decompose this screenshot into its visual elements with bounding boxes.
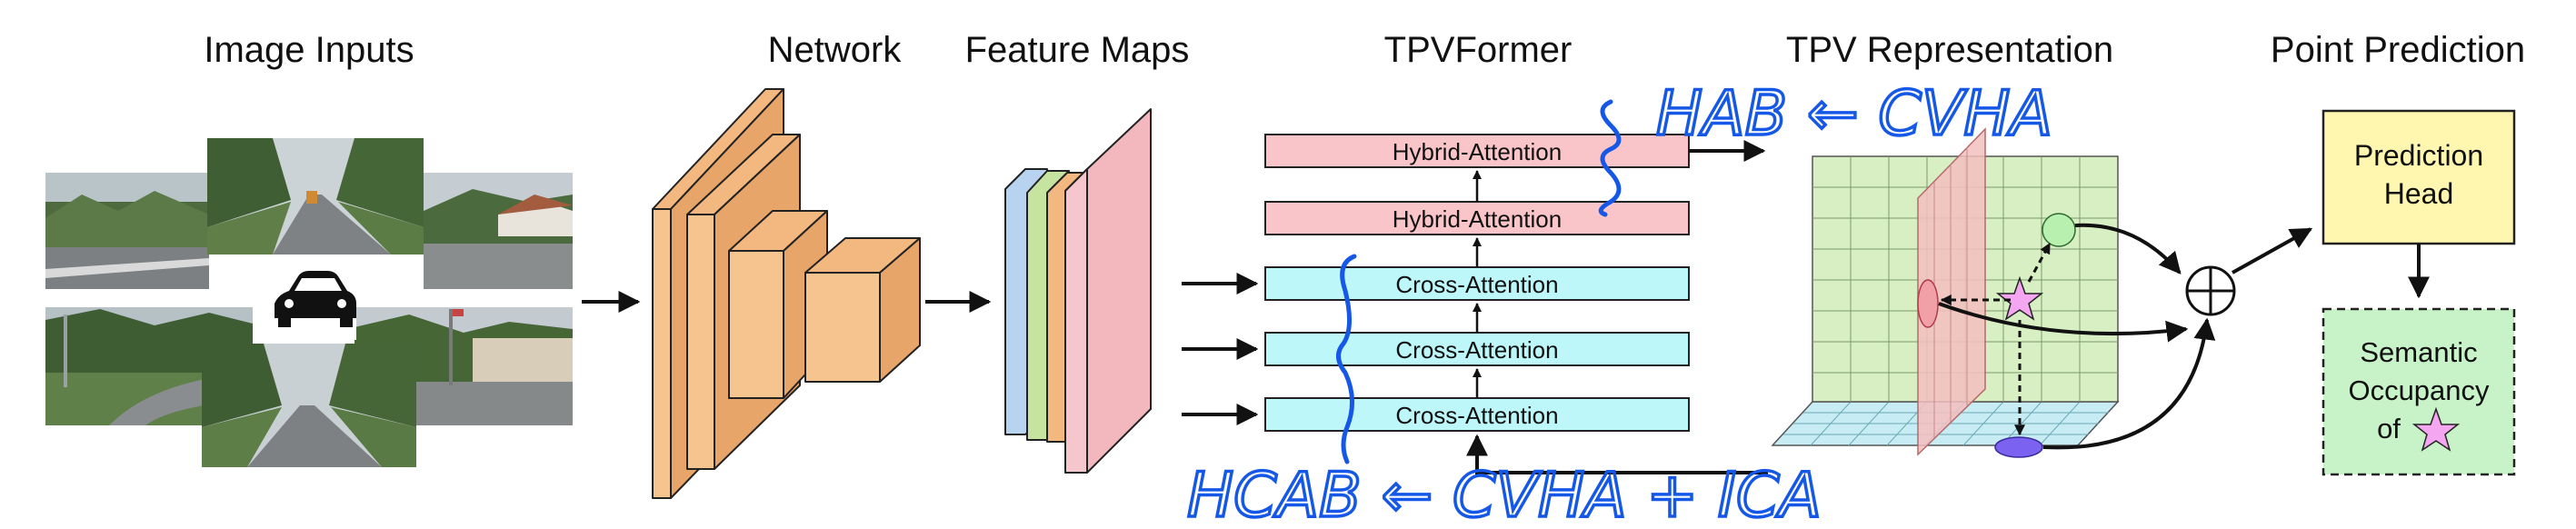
feature-maps [1004,108,1152,474]
title-network: Network [768,30,903,70]
hcab-annotation: HCAB ← CVHA + ICA [1187,460,1822,529]
occupancy-label-line2: Occupancy [2348,374,2490,406]
network-block-4 [804,237,921,383]
front-plane-feature-point [2042,213,2076,247]
ego-car-icon [262,264,356,340]
prediction-head-label-line2: Head [2384,177,2454,210]
semantic-occupancy-box: Semantic Occupancy of [2321,307,2516,476]
title-image-inputs: Image Inputs [204,30,414,70]
cross-attention-layer-3 [1264,266,1690,301]
camera-image-front-right [424,173,573,289]
cross-attention-label-2: Cross-Attention [1395,336,1558,364]
hybrid-attention-label-2: Hybrid-Attention [1393,138,1562,165]
tpv-side-plane [1917,127,1986,456]
side-plane-feature-point [1917,279,1939,328]
sum-aggregation-icon [2185,265,2236,316]
occupancy-label-line1: Semantic [2360,336,2477,368]
camera-image-front-left [45,173,209,289]
prediction-head-label-line1: Prediction [2354,139,2483,172]
prediction-head-box: Prediction Head [2321,109,2516,245]
cross-attention-label-3: Cross-Attention [1395,271,1558,298]
arrow-side-feature-to-sum [1938,302,2189,343]
hcab-brace [1336,254,1357,464]
camera-image-back [202,344,416,467]
cross-attention-label-1: Cross-Attention [1395,402,1558,429]
tpvformer-stack: Hybrid-Attention Hybrid-Attention Cross-… [1182,134,1768,474]
hybrid-attention-label-1: Hybrid-Attention [1393,205,1562,233]
query-point-star-icon [1995,275,2044,321]
hab-brace [1598,99,1622,217]
tpv-representation [1771,127,2216,458]
camera-image-collage [45,138,573,467]
bottom-plane-feature-point [1994,436,2043,458]
title-feature-maps: Feature Maps [965,30,1190,70]
cross-attention-layer-2 [1264,332,1690,366]
network-backbone [652,88,921,499]
occupancy-star-icon [2411,406,2461,452]
hab-annotation: HAB ← CVHA [1656,78,2052,150]
title-tpv-representation: TPV Representation [1786,30,2113,70]
title-point-prediction: Point Prediction [2271,30,2525,70]
camera-image-front [207,138,424,255]
arrow-front-feature-to-sum [2074,223,2182,274]
arrow-bottom-feature-to-sum [2042,317,2216,450]
arrow-tpv-queries-input [1466,434,1768,474]
arrow-sum-to-prediction-head [2232,227,2313,274]
occupancy-label-line3: of [2377,413,2401,444]
handwritten-annotations: HAB ← CVHA HCAB ← CVHA + ICA [1185,76,2054,529]
projection-to-front-plane [2027,242,2052,283]
title-tpvformer: TPVFormer [1384,30,1573,70]
